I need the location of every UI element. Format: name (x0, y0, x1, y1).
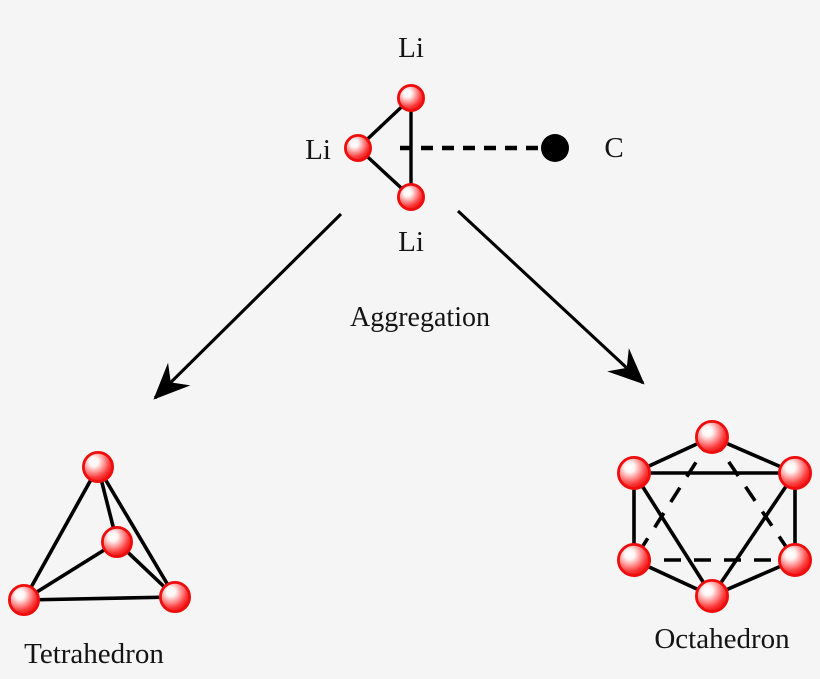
label-octahedron: Octahedron (654, 622, 790, 655)
octahedron-atom-upper-left (617, 455, 652, 490)
tetrahedron-edge-0-2-solid (22, 466, 100, 601)
carbon-sphere (541, 134, 569, 162)
octahedron-atom-bottom (695, 579, 730, 614)
tetrahedron-edge-1-2-solid (23, 540, 118, 602)
label-aggregation: Aggregation (350, 302, 490, 333)
lithium-sphere (617, 543, 652, 578)
lithium-sphere (396, 84, 425, 113)
octahedron-atom-lower-right (778, 543, 813, 578)
monomer-atom-li-2 (396, 182, 425, 211)
arrow-to-octahedron (456, 209, 645, 385)
tetrahedron-atom-li-2 (7, 584, 41, 617)
octahedron-edges (632, 435, 797, 598)
tetrahedron-atom-li-3 (158, 581, 191, 614)
lithium-sphere (778, 455, 813, 490)
tetrahedron-edge-0-3-solid (96, 466, 177, 598)
label-li-top: Li (398, 31, 424, 64)
tetrahedron-atom-li-1 (101, 526, 134, 559)
octahedron-edge-1-5-solid (632, 472, 714, 597)
lithium-sphere (396, 182, 425, 211)
octahedron-atoms (617, 419, 813, 614)
octahedron-atom-lower-left (617, 543, 652, 578)
label-li-bottom: Li (398, 225, 424, 258)
process-arrows (153, 209, 645, 400)
tetrahedron-edge-2-3-solid (23, 595, 176, 602)
label-tetrahedron: Tetrahedron (24, 637, 164, 670)
monomer-atoms (343, 84, 569, 211)
lithium-sphere (695, 579, 730, 614)
arrow-to-tetrahedron (153, 212, 343, 400)
lithium-sphere (82, 450, 115, 483)
monomer-atom-li-0 (396, 84, 425, 113)
lithium-sphere (343, 133, 372, 162)
octahedron-edge-0-3-dashed (632, 436, 714, 561)
label-li-left: Li (305, 133, 331, 166)
lithium-sphere (101, 526, 134, 559)
monomer-bonds (356, 96, 542, 199)
lithium-sphere (7, 584, 41, 617)
octahedron-atom-upper-right (778, 455, 813, 490)
lithium-sphere (617, 455, 652, 490)
lithium-sphere (778, 543, 813, 578)
tetrahedron-edges (22, 466, 177, 602)
label-carbon: C (604, 131, 624, 164)
octahedron-atom-top (695, 419, 730, 454)
monomer-atom-c-3 (541, 134, 569, 162)
monomer-atom-li-1 (343, 133, 372, 162)
octahedron-edge-2-5-solid (710, 471, 797, 598)
lithium-sphere (695, 419, 730, 454)
tetrahedron-atoms (7, 450, 191, 617)
tetrahedron-atom-li-0 (82, 450, 115, 483)
lithium-sphere (158, 581, 191, 614)
octahedron-edge-0-4-dashed (710, 435, 797, 562)
